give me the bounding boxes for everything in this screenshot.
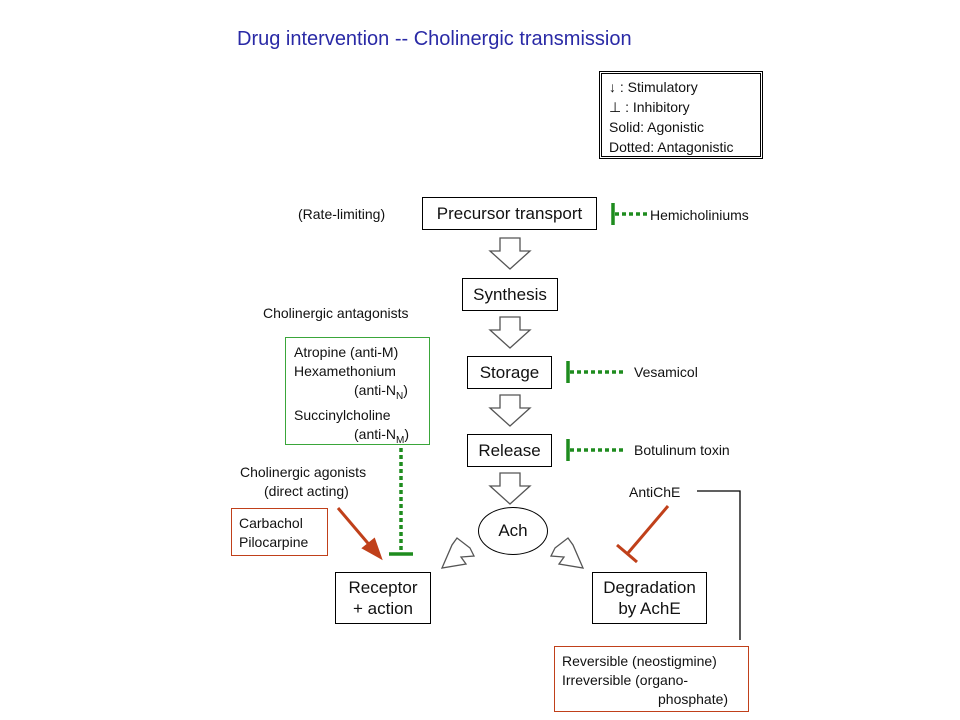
page-title: Drug intervention -- Cholinergic transmi… <box>237 28 632 50</box>
agonists-box: Carbachol Pilocarpine <box>231 508 328 556</box>
legend-solid: Solid: Agonistic <box>609 119 704 135</box>
pilocarpine-text: Pilocarpine <box>239 534 309 550</box>
antiche-inhibit-line <box>626 505 670 554</box>
hollow-arrow-release-ach <box>488 472 532 505</box>
antiche-connector <box>697 490 741 640</box>
vesamicol-label: Vesamicol <box>634 364 698 380</box>
agonist-arrow-line <box>336 507 374 549</box>
botulinum-label: Botulinum toxin <box>634 442 730 458</box>
legend-dotted: Dotted: Antagonistic <box>609 139 734 155</box>
hollow-arrow-ach-receptor <box>440 537 476 569</box>
carbachol-text: Carbachol <box>239 515 303 531</box>
synthesis-box: Synthesis <box>462 278 558 311</box>
rate-limiting-label: (Rate-limiting) <box>298 206 386 222</box>
irreversible-text-line1: Irreversible (organo- <box>562 672 689 688</box>
succinylcholine-text: Succinylcholine <box>294 406 391 423</box>
antiche-label: AntiChE <box>629 484 681 500</box>
release-box: Release <box>467 434 552 467</box>
antiche-types-box: Reversible (neostigmine) Irreversible (o… <box>554 646 749 712</box>
hexamethonium-text: Hexamethonium <box>294 363 396 379</box>
hollow-arrow-precursor-synthesis <box>488 237 532 270</box>
antagonists-title: Cholinergic antagonists <box>263 305 409 321</box>
legend-box: ↓ : Stimulatory ⊥ : Inhibitory Solid: Ag… <box>599 71 763 159</box>
ach-node: Ach <box>478 507 548 555</box>
degradation-line1: Degradation <box>603 578 696 597</box>
anti-nn-text: (anti-NN) <box>354 382 408 402</box>
receptor-action-box: Receptor + action <box>335 572 431 624</box>
irreversible-text-line2: phosphate) <box>658 691 729 707</box>
agonists-label-line2: (direct acting) <box>264 483 349 499</box>
hollow-arrow-synthesis-storage <box>488 316 532 349</box>
legend-stimulatory: ↓ : Stimulatory <box>609 79 698 95</box>
agonists-label-line1: Cholinergic agonists <box>240 464 367 480</box>
hemicholiniums-label: Hemicholiniums <box>650 207 749 223</box>
antiche-inhibit-bar <box>616 543 638 564</box>
anti-nm-text: (anti-NM) <box>354 425 410 446</box>
antagonists-box: Atropine (anti-M) Hexamethonium (anti-NN… <box>285 337 430 446</box>
storage-box: Storage <box>467 356 552 389</box>
degradation-box: Degradation by AchE <box>592 572 707 624</box>
hollow-arrow-storage-release <box>488 394 532 427</box>
legend-inhibitory: ⊥ : Inhibitory <box>609 99 690 115</box>
degradation-line2: by AchE <box>618 599 681 618</box>
agonist-arrow-head <box>361 537 383 561</box>
receptor-line2: + action <box>352 599 413 618</box>
receptor-line1: Receptor <box>348 578 418 597</box>
atropine-text: Atropine (anti-M) <box>294 344 399 360</box>
reversible-text: Reversible (neostigmine) <box>562 653 717 669</box>
precursor-transport-box: Precursor transport <box>422 197 597 230</box>
hollow-arrow-ach-degradation <box>549 537 585 569</box>
